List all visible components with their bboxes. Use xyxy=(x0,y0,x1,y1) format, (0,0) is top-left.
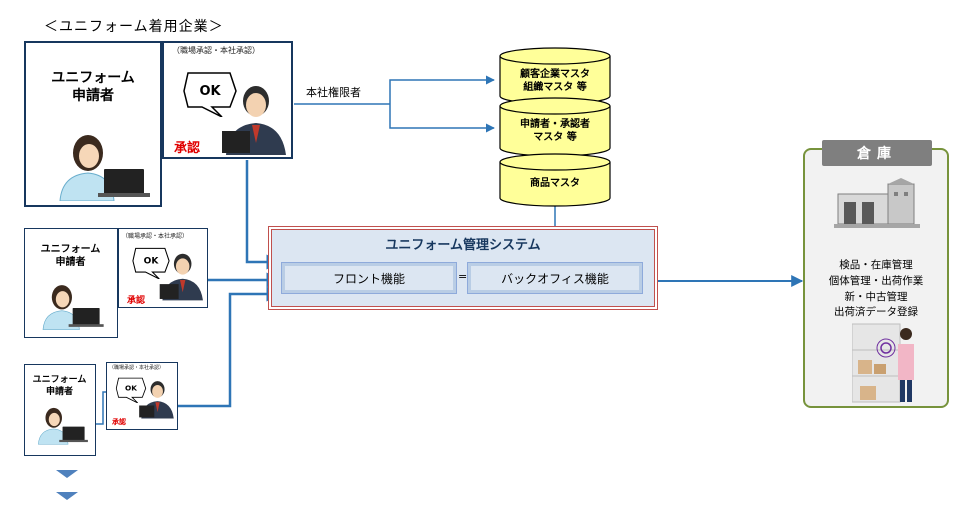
group3-ok-text: OK xyxy=(125,384,137,393)
group2-applicant-label: ユニフォーム 申請者 xyxy=(40,244,101,268)
group3-ok-bubble-icon: OK xyxy=(115,377,147,403)
arrow-g3-front xyxy=(178,286,282,408)
group1-applicant-person-icon xyxy=(59,135,150,201)
hq-authority-label: 本社権限者 xyxy=(306,86,361,99)
group2-approver-box: （職場承認・本社承認） OK 承認 xyxy=(118,228,208,308)
group1-approver-person-icon xyxy=(222,86,286,155)
database-product-master-label: 商品マスタ xyxy=(530,178,580,189)
group2-ok-text: OK xyxy=(144,257,160,267)
group3-applicant-person-icon xyxy=(38,407,88,445)
group1-applicant-box: ユニフォーム 申請者 xyxy=(24,41,162,207)
database-product-master-icon xyxy=(499,153,611,207)
warehouse-functions: 検品・在庫管理 個体管理・出荷作業 新・中古管理 出荷済データ登録 xyxy=(828,259,924,319)
group3-approval-note: （職場承認・本社承認） xyxy=(109,365,165,371)
group1-approver-box: （職場承認・本社承認） OK 承認 xyxy=(162,41,293,159)
function-equals: = xyxy=(458,270,468,283)
arrow-hq-db1 xyxy=(389,75,495,104)
group1-approve-label: 承認 xyxy=(174,141,201,156)
group2-approval-note: （職場承認・本社承認） xyxy=(122,233,189,240)
warehouse-worker-icon xyxy=(852,323,914,403)
more-triangle-1 xyxy=(56,470,78,478)
system-title: ユニフォーム管理システム xyxy=(385,238,541,253)
group1-ok-text: OK xyxy=(199,84,221,99)
database-applicant-master-label: 申請者・承認者 マスタ 等 xyxy=(520,119,590,143)
database-applicant-master-icon xyxy=(499,97,611,157)
group3-applicant-box: ユニフォーム 申請者 xyxy=(24,364,96,456)
company-header: ＜ユニフォーム着用企業＞ xyxy=(44,19,224,35)
warehouse-building-icon xyxy=(834,178,920,228)
group2-applicant-box: ユニフォーム 申請者 xyxy=(24,228,118,338)
group3-approve-label: 承認 xyxy=(112,418,126,426)
backoffice-function: バックオフィス機能 xyxy=(467,262,643,294)
group3-applicant-label: ユニフォーム 申請者 xyxy=(32,375,87,397)
more-triangle-2 xyxy=(56,492,78,500)
group2-ok-bubble-icon: OK xyxy=(132,247,170,279)
group2-applicant-person-icon xyxy=(42,285,104,330)
front-function: フロント機能 xyxy=(281,262,457,294)
warehouse-title: 倉庫 xyxy=(822,140,932,166)
group2-approver-person-icon xyxy=(159,253,203,301)
group1-applicant-label: ユニフォーム 申請者 xyxy=(51,70,135,105)
group1-ok-bubble-icon: OK xyxy=(183,72,237,117)
database-customer-master-label: 顧客企業マスタ 組織マスタ 等 xyxy=(520,69,590,93)
group3-approver-box: （職場承認・本社承認） OK 承認 xyxy=(106,362,178,430)
group1-approval-note: （職場承認・本社承認） xyxy=(172,46,260,55)
group2-approve-label: 承認 xyxy=(127,296,146,306)
arrow-hq-db2 xyxy=(389,104,495,133)
group3-approver-person-icon xyxy=(139,381,174,419)
